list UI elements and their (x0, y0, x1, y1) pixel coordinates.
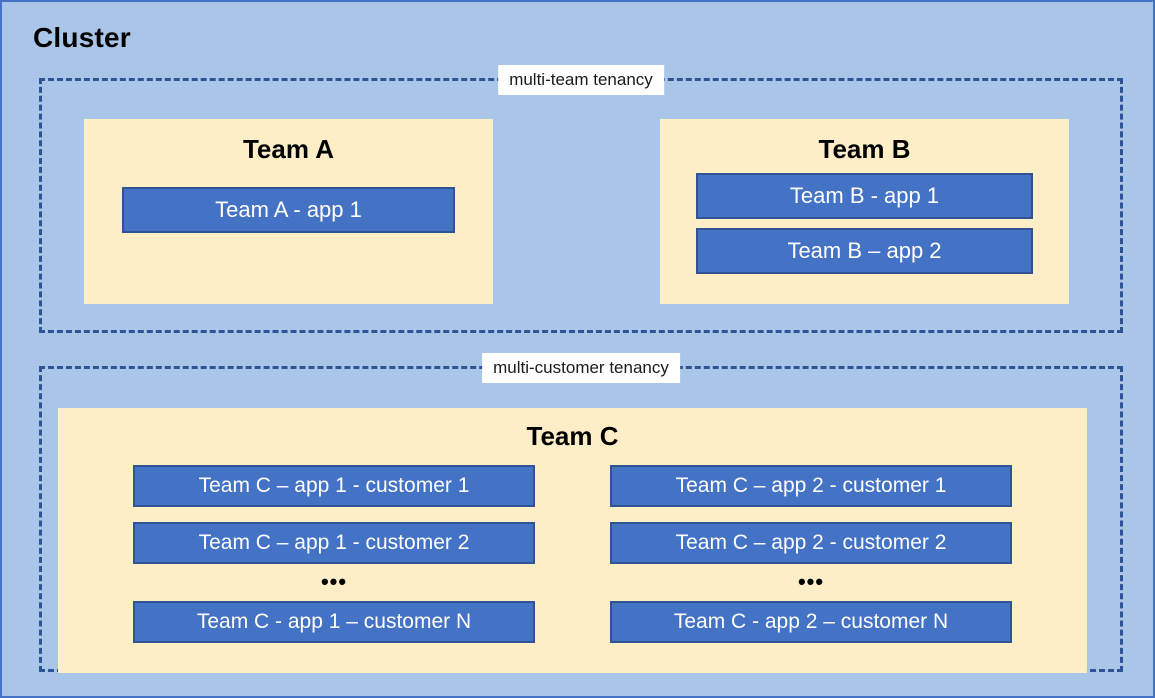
app-chip-team-a-app-1[interactable]: Team A - app 1 (122, 187, 455, 233)
team-box-team-a: Team A Team A - app 1 (84, 119, 493, 304)
tenancy-zone-multi-team-label: multi-team tenancy (498, 65, 664, 95)
team-c-title: Team C (526, 421, 619, 451)
app-chip-team-c-app-1-customer-2[interactable]: Team C – app 1 - customer 2 (133, 522, 535, 564)
team-c-app-1-ellipsis: ••• (320, 569, 348, 594)
team-b-title: Team B (818, 134, 911, 164)
app-chip-team-b-app-1[interactable]: Team B - app 1 (696, 173, 1033, 219)
tenancy-zone-multi-customer-label: multi-customer tenancy (482, 353, 680, 383)
app-chip-team-c-app-2-customer-2[interactable]: Team C – app 2 - customer 2 (610, 522, 1012, 564)
team-a-app-list: Team A - app 1 (84, 187, 493, 233)
team-c-app-1-column: Team C – app 1 - customer 1 Team C – app… (133, 465, 535, 643)
team-b-app-list: Team B - app 1 Team B – app 2 (660, 173, 1069, 274)
team-a-title: Team A (242, 134, 335, 164)
team-c-app-columns: Team C – app 1 - customer 1 Team C – app… (58, 465, 1087, 643)
team-box-team-b: Team B Team B - app 1 Team B – app 2 (660, 119, 1069, 304)
app-chip-team-c-app-1-customer-n[interactable]: Team C - app 1 – customer N (133, 601, 535, 643)
team-c-app-2-column: Team C – app 2 - customer 1 Team C – app… (610, 465, 1012, 643)
app-chip-team-b-app-2[interactable]: Team B – app 2 (696, 228, 1033, 274)
app-chip-team-c-app-2-customer-1[interactable]: Team C – app 2 - customer 1 (610, 465, 1012, 507)
team-c-app-2-ellipsis: ••• (797, 569, 825, 594)
team-box-team-c: Team C Team C – app 1 - customer 1 Team … (58, 408, 1087, 673)
cluster-title: Cluster (33, 22, 131, 53)
app-chip-team-c-app-2-customer-n[interactable]: Team C - app 2 – customer N (610, 601, 1012, 643)
tenancy-zone-multi-team: multi-team tenancy (39, 65, 1123, 333)
app-chip-team-c-app-1-customer-1[interactable]: Team C – app 1 - customer 1 (133, 465, 535, 507)
